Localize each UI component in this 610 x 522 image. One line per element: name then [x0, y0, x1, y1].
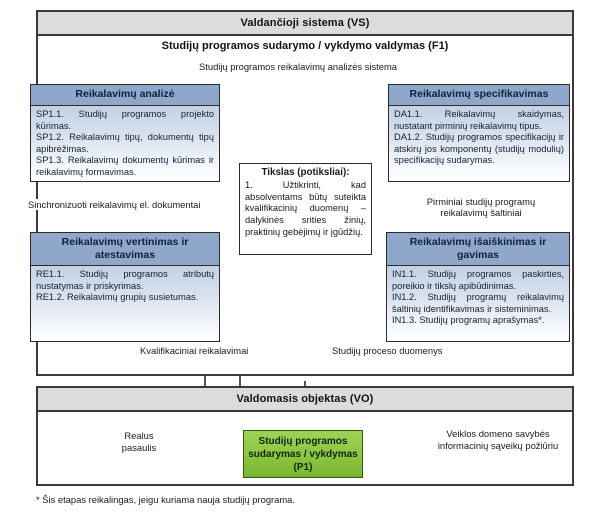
box-tikslas-potiksliai[interactable]: Tikslas (potiksliai): 1. Užtikrinti, kad…	[239, 163, 372, 255]
box-vertinimas-line-2: RE1.2. Reikalavimų grupių susietumas.	[36, 292, 199, 303]
box-reikalavimu-specifikavimas[interactable]: Reikalavimų specifikavimas DA1.1. Reikal…	[388, 84, 570, 182]
box-vertinimas-title: Reikalavimų vertinimas ir atestavimas	[31, 233, 219, 266]
box-analize-title: Reikalavimų analizė	[31, 85, 219, 106]
f1-subtitle: Studijų programos sudarymo / vykdymo val…	[161, 40, 449, 52]
box-analize-line-1: SP1.1. Studijų programos projekto kūrima…	[36, 109, 214, 131]
box-isaisk-line-1: IN1.1. Studijų programos paskirties, por…	[392, 269, 564, 291]
flow-label-sinchronizuoti-dokumentai: Sinchronizuoti reikalavimų el. dokumenta…	[26, 199, 203, 210]
vo-title: Valdomasis objektas (VO)	[38, 388, 572, 412]
goal-text: 1. Užtikrinti, kad absolventams būtų sut…	[245, 179, 366, 237]
box-spec-title: Reikalavimų specifikavimas	[389, 85, 569, 106]
box-isaisk-line-2: IN1.2. Studijų programų reikalavimų šalt…	[392, 292, 564, 314]
box-vertinimas-line-1: RE1.1. Studijų programos atributų nustat…	[36, 269, 214, 291]
box-spec-line-2: DA1.2. Studijų programos specifikacijų i…	[394, 132, 564, 166]
vs-title: Valdančioji sistema (VS)	[38, 12, 572, 36]
box-reikalavimu-isaiskinimas[interactable]: Reikalavimų išaiškinimas ir gavimas IN1.…	[386, 232, 570, 342]
box-isaisk-title: Reikalavimų išaiškinimas ir gavimas	[387, 233, 569, 266]
box-isaisk-line-3: IN1.3. Studijų programų aprašymas*.	[392, 315, 545, 326]
box-analize-line-2: SP1.2. Reikalavimų tipų, dokumentų tipų …	[36, 132, 214, 154]
goal-title: Tikslas (potiksliai):	[261, 167, 350, 178]
box-analize-body: SP1.1. Studijų programos projekto kūrima…	[31, 106, 219, 180]
box-reikalavimu-analize[interactable]: Reikalavimų analizė SP1.1. Studijų progr…	[30, 84, 220, 182]
flow-label-veiklos-domenas: Veiklos domeno savybės informacinių sąve…	[437, 428, 559, 451]
flow-label-kvalifikaciniai-reikalavimai: Kvalifikaciniai reikalavimai	[138, 345, 251, 356]
flow-label-analizes-sistema: Studijų programos reikalavimų analizės s…	[196, 61, 401, 72]
box-spec-body: DA1.1. Reikalavimų skaidymas, nustatant …	[389, 106, 569, 180]
box-spec-line-1: DA1.1. Reikalavimų skaidymas, nustatant …	[394, 109, 564, 131]
footnote: * Šis etapas reikalingas, jeigu kuriama …	[36, 494, 295, 505]
box-isaisk-body: IN1.1. Studijų programos paskirties, por…	[387, 266, 569, 341]
flow-label-studiju-proceso-duomenys: Studijų proceso duomenys	[330, 345, 445, 356]
box-vertinimas-body: RE1.1. Studijų programos atributų nustat…	[31, 266, 219, 341]
flow-label-realus-pasaulis: Realus pasaulis	[121, 430, 157, 453]
process-p1-studiju-programos-sudarymas[interactable]: Studijų programos sudarymas / vykdymas (…	[243, 430, 363, 478]
box-reikalavimu-vertinimas[interactable]: Reikalavimų vertinimas ir atestavimas RE…	[30, 232, 220, 342]
box-analize-line-3: SP1.3. Reikalavimų dokumentų kūrimas ir …	[36, 155, 214, 177]
flow-label-pirminiai-saltiniai: Pirminiai studijų programų reikalavimų š…	[400, 196, 562, 218]
